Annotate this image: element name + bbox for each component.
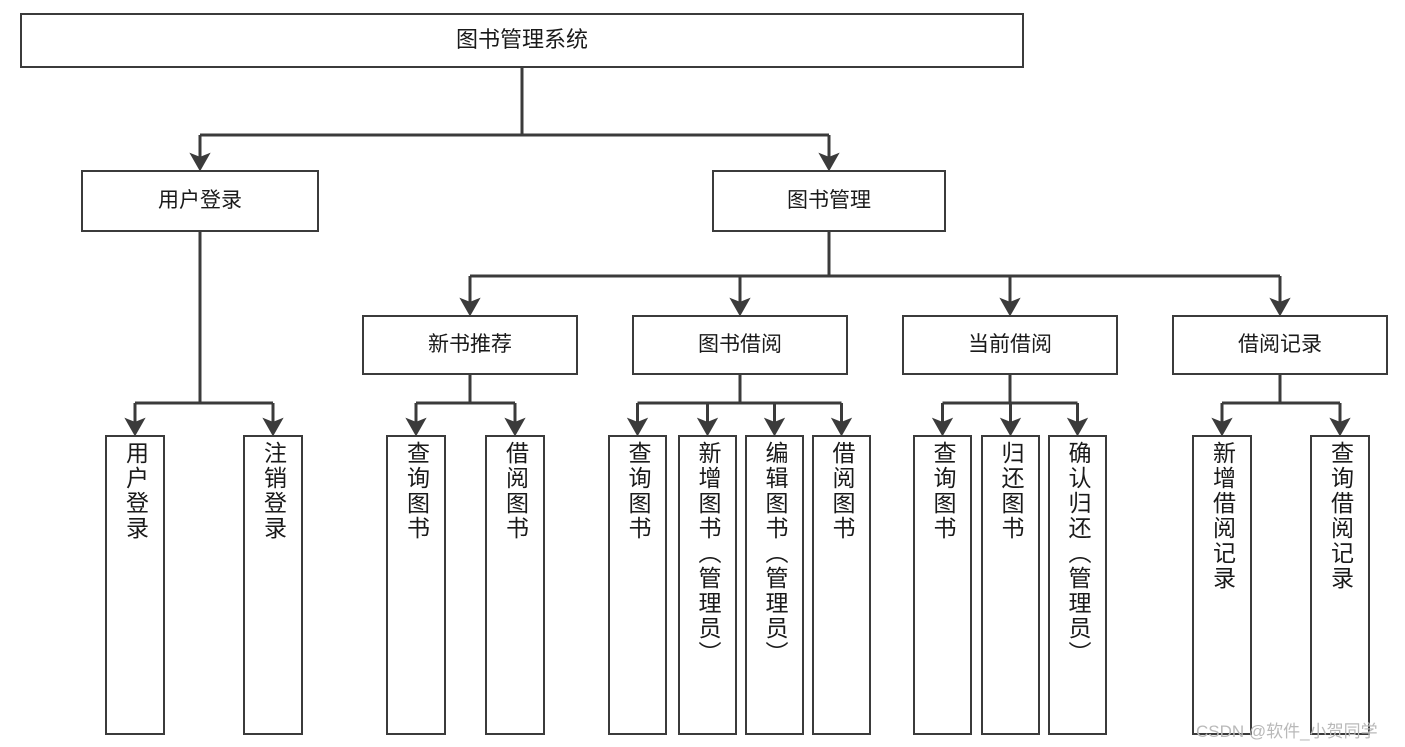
node-label: 新增图书（管理员） [695,441,721,666]
node-label: 查询图书 [403,441,430,541]
node-user-login[interactable]: 用户登录 [81,170,319,232]
node-label: 当前借阅 [968,333,1052,357]
leaf-node-leaf-borrow-book-1[interactable]: 借阅图书 [485,435,545,735]
leaf-node-leaf-edit-book[interactable]: 编辑图书（管理员） [745,435,804,735]
node-label: 查询图书 [625,441,651,541]
node-label: 归还图书 [998,441,1024,541]
leaf-node-leaf-query-book-2[interactable]: 查询图书 [608,435,667,735]
leaf-node-leaf-add-book[interactable]: 新增图书（管理员） [678,435,737,735]
node-label: 查询图书 [930,441,956,541]
connector-layer [124,68,1351,437]
leaf-node-leaf-query-book-3[interactable]: 查询图书 [913,435,972,735]
leaf-node-leaf-borrow-book-2[interactable]: 借阅图书 [812,435,871,735]
leaf-node-leaf-return-book[interactable]: 归还图书 [981,435,1040,735]
node-label: 用户登录 [158,189,242,213]
node-new-book-recommend[interactable]: 新书推荐 [362,315,578,375]
leaf-node-leaf-confirm-return[interactable]: 确认归还（管理员） [1048,435,1107,735]
node-label: 图书管理系统 [455,27,588,53]
node-book-manage[interactable]: 图书管理 [712,170,946,232]
leaf-node-leaf-add-record[interactable]: 新增借阅记录 [1192,435,1252,735]
node-label: 借阅记录 [1238,333,1322,357]
node-label: 借阅图书 [829,441,855,541]
node-label: 图书管理 [787,189,871,213]
node-book-borrow[interactable]: 图书借阅 [632,315,848,375]
node-label: 新书推荐 [428,333,512,357]
node-current-borrow[interactable]: 当前借阅 [902,315,1118,375]
node-root-图书管理系统[interactable]: 图书管理系统 [20,13,1024,68]
node-label: 图书借阅 [698,333,782,357]
node-label: 新增借阅记录 [1209,441,1236,591]
leaf-node-leaf-logout[interactable]: 注销登录 [243,435,303,735]
node-borrow-record[interactable]: 借阅记录 [1172,315,1388,375]
node-label: 注销登录 [260,441,287,541]
node-label: 编辑图书（管理员） [762,441,788,666]
leaf-node-leaf-query-record[interactable]: 查询借阅记录 [1310,435,1370,735]
node-label: 用户登录 [122,441,149,541]
leaf-node-leaf-query-book-1[interactable]: 查询图书 [386,435,446,735]
node-label: 借阅图书 [502,441,529,541]
node-label: 查询借阅记录 [1327,441,1354,591]
node-label: 确认归还（管理员） [1065,441,1091,666]
leaf-node-leaf-user-login[interactable]: 用户登录 [105,435,165,735]
